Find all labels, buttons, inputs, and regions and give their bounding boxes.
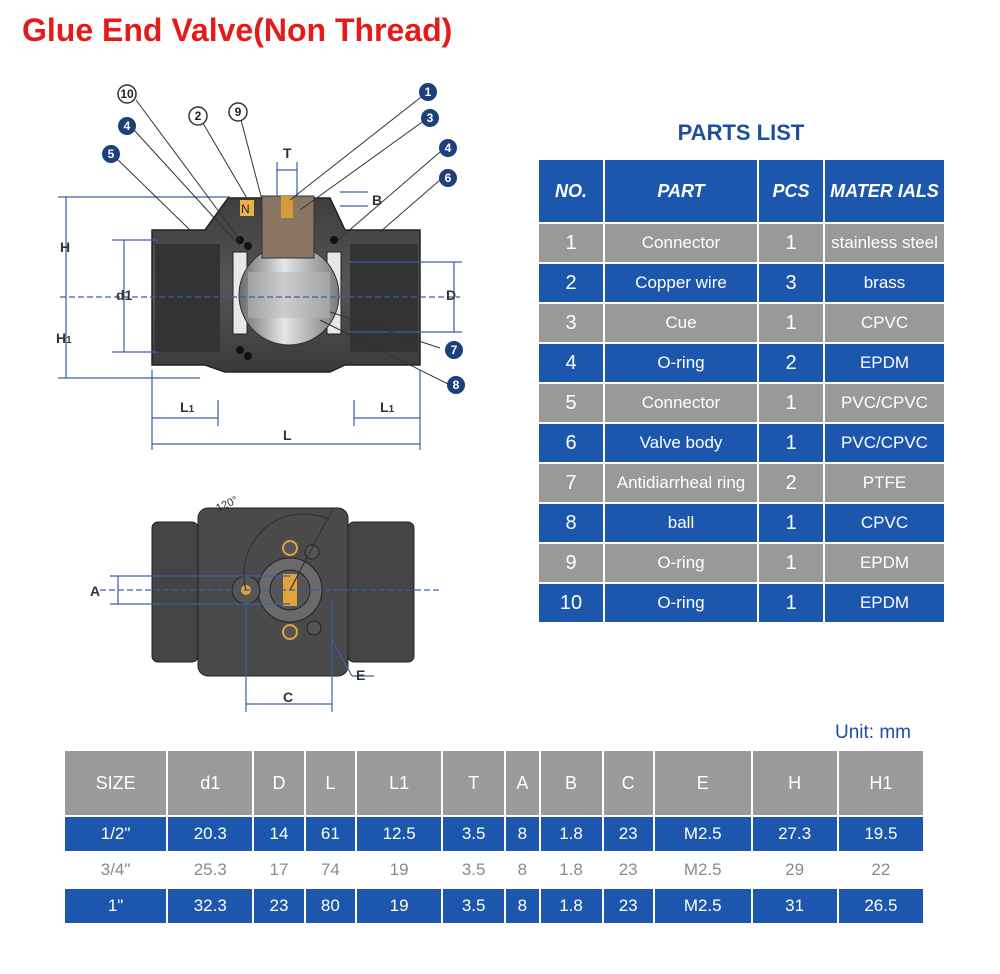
size-header-h1: H1 [836, 749, 926, 817]
dim-b-label: B [372, 192, 382, 208]
dim-c-label: C [283, 689, 293, 705]
svg-text:9: 9 [235, 105, 242, 119]
callout-4-left: 4 [118, 117, 136, 135]
size-header-l: L [303, 749, 358, 817]
size-header-c: C [601, 749, 655, 817]
size-header-row: SIZE d1 D L L1 T A B C E H H1 [62, 749, 926, 817]
unit-label: Unit: mm [835, 722, 911, 743]
parts-list-title: PARTS LIST [677, 120, 805, 145]
dim-a-label: A [90, 583, 100, 599]
svg-text:6: 6 [445, 171, 452, 185]
svg-text:1: 1 [425, 85, 432, 99]
size-header-e: E [652, 749, 753, 817]
callout-1: 1 [419, 83, 437, 101]
top-view-dimensions [100, 509, 440, 712]
parts-header-pcs: PCS [757, 158, 825, 224]
callout-4-right: 4 [439, 139, 457, 157]
dim-d1-label: d1 [116, 287, 133, 303]
callout-7: 7 [445, 341, 463, 359]
callouts: 10 2 9 1 3 4 5 4 6 7 8 [102, 83, 465, 394]
dim-h-label: H [60, 239, 70, 255]
svg-text:8: 8 [453, 378, 460, 392]
valve-technical-drawing: N T B H H1 d1 D [56, 83, 465, 712]
svg-text:10: 10 [120, 87, 134, 101]
dim-l1-right-label: L1 [380, 399, 395, 415]
callout-3: 3 [421, 109, 439, 127]
size-header-h: H [750, 749, 839, 817]
dim-h1-label: H1 [56, 330, 72, 346]
size-header-t: T [441, 749, 507, 817]
valve-top-view [151, 507, 415, 677]
page-title: Glue End Valve(Non Thread) [22, 12, 453, 48]
leader-lines [115, 93, 449, 385]
svg-text:4: 4 [445, 141, 452, 155]
callout-9: 9 [228, 102, 248, 122]
size-header-d: D [252, 749, 306, 817]
size-header-b: B [538, 749, 604, 817]
parts-header-no: NO. [537, 158, 605, 224]
parts-header-row: NO. PART PCS MATER IALS [537, 158, 946, 224]
dim-l-label: L [283, 427, 292, 443]
callout-10: 10 [117, 84, 137, 104]
svg-text:5: 5 [108, 147, 115, 161]
svg-text:4: 4 [124, 119, 131, 133]
dim-l1-left-label: L1 [180, 399, 195, 415]
dim-d-label: D [446, 287, 456, 303]
callout-2: 2 [188, 106, 208, 126]
dim-t-label: T [283, 145, 292, 161]
size-header-d1: d1 [166, 749, 255, 817]
valve-cross-section: N [60, 195, 460, 373]
parts-header-part: PART [603, 158, 759, 224]
size-header-a: A [504, 749, 541, 817]
callout-5: 5 [102, 145, 120, 163]
size-header-size: SIZE [62, 749, 169, 817]
label-n: N [241, 202, 250, 216]
callout-8: 8 [447, 376, 465, 394]
svg-text:7: 7 [451, 343, 458, 357]
size-header-l1: L1 [355, 749, 444, 817]
dimension-lines [58, 162, 462, 450]
dim-e-label: E [356, 667, 365, 683]
svg-text:3: 3 [427, 111, 434, 125]
callout-6: 6 [439, 169, 457, 187]
svg-text:2: 2 [195, 109, 202, 123]
parts-header-materials: MATER IALS [823, 158, 946, 224]
